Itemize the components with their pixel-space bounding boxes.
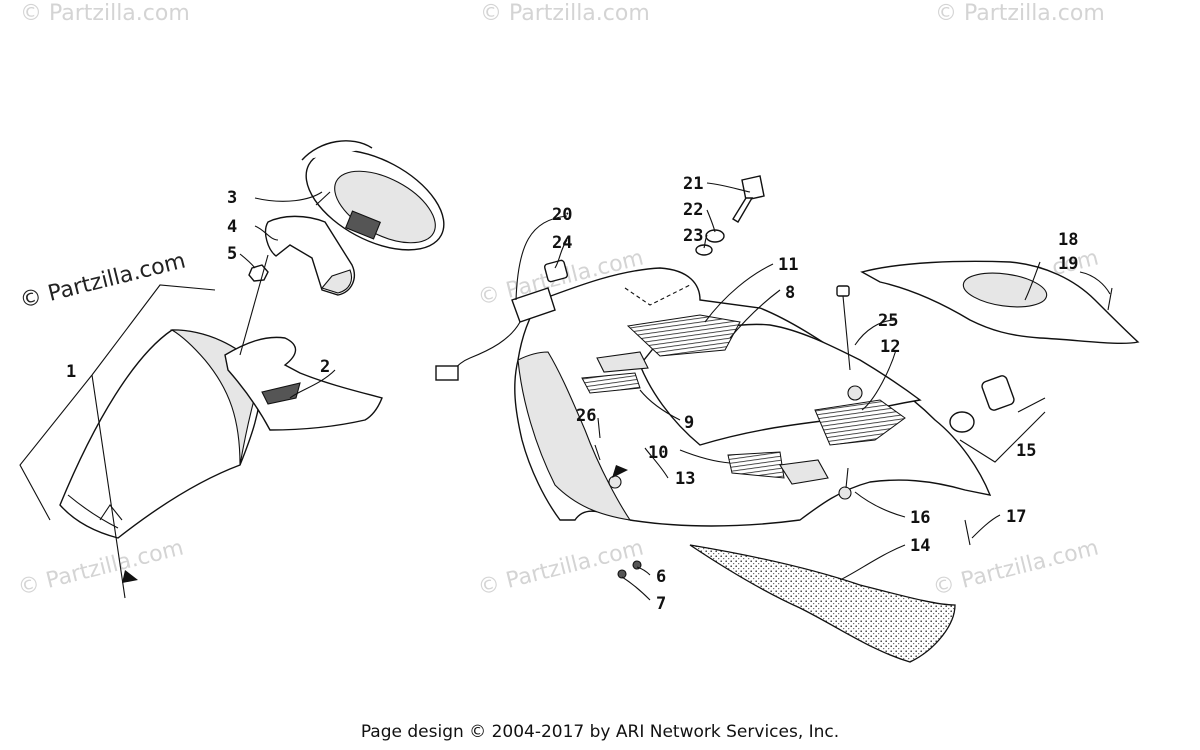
watermark: © Partzilla.com xyxy=(480,1,650,26)
callout-10: 10 xyxy=(648,443,668,463)
callout-3: 3 xyxy=(227,188,237,208)
callout-22: 22 xyxy=(683,200,703,220)
watermark: © Partzilla.com xyxy=(15,535,186,600)
callout-labels: 1 2 3 4 5 6 7 8 9 10 11 12 13 14 15 16 1… xyxy=(66,174,1078,614)
nut-part-23 xyxy=(695,244,713,256)
callout-26: 26 xyxy=(576,406,596,426)
callout-6: 6 xyxy=(656,567,666,587)
callout-5: 5 xyxy=(227,244,237,264)
callout-14: 14 xyxy=(910,536,930,556)
callout-20: 20 xyxy=(552,205,572,225)
callout-9: 9 xyxy=(684,413,694,433)
gauge-part-3 xyxy=(301,140,445,251)
callout-13: 13 xyxy=(675,469,695,489)
key-part-21 xyxy=(732,175,765,223)
callout-24: 24 xyxy=(552,233,572,253)
decal-part-12 xyxy=(814,399,906,446)
footer-copyright: Page design © 2004-2017 by ARI Network S… xyxy=(360,722,840,742)
foam-pad-part-14 xyxy=(689,544,956,663)
callout-4: 4 xyxy=(227,217,237,237)
callout-25: 25 xyxy=(878,311,898,331)
bolt-part-25 xyxy=(836,285,851,371)
callout-16: 16 xyxy=(910,508,930,528)
watermark: © Partzilla.com xyxy=(20,1,190,26)
callout-2: 2 xyxy=(320,357,330,377)
pointer-arrow xyxy=(122,465,628,583)
watermark: © Partzilla.com xyxy=(935,1,1105,26)
screws-6-7-16-17-19-26 xyxy=(594,287,1113,579)
callout-11: 11 xyxy=(778,255,798,275)
watermark: © Partzilla.com xyxy=(475,535,646,600)
bracket-part-4 xyxy=(264,215,356,296)
plug-part-15 xyxy=(949,375,1015,433)
grommet-part-24 xyxy=(543,259,569,283)
nut-part-5 xyxy=(248,264,269,282)
watermark: © Partzilla.com xyxy=(930,535,1101,600)
callout-1: 1 xyxy=(66,362,76,382)
callout-21: 21 xyxy=(683,174,703,194)
console-body xyxy=(514,267,992,527)
callout-12: 12 xyxy=(880,337,900,357)
callout-18: 18 xyxy=(1058,230,1078,250)
cover-part-18 xyxy=(860,260,1140,345)
decal-part-9 xyxy=(581,372,641,394)
dash-panel-part-2 xyxy=(224,336,383,431)
leader-lines xyxy=(19,182,1111,601)
decal-part-11 xyxy=(626,314,741,357)
callout-8: 8 xyxy=(785,283,795,303)
watermark-main: © Partzilla.com xyxy=(17,248,188,313)
connector-part-20 xyxy=(435,287,556,381)
decal-part-10 xyxy=(727,451,785,479)
callout-17: 17 xyxy=(1006,507,1026,527)
callout-15: 15 xyxy=(1016,441,1036,461)
callout-19: 19 xyxy=(1058,254,1078,274)
callout-23: 23 xyxy=(683,226,703,246)
callout-7: 7 xyxy=(656,594,666,614)
leader-line xyxy=(239,254,269,356)
